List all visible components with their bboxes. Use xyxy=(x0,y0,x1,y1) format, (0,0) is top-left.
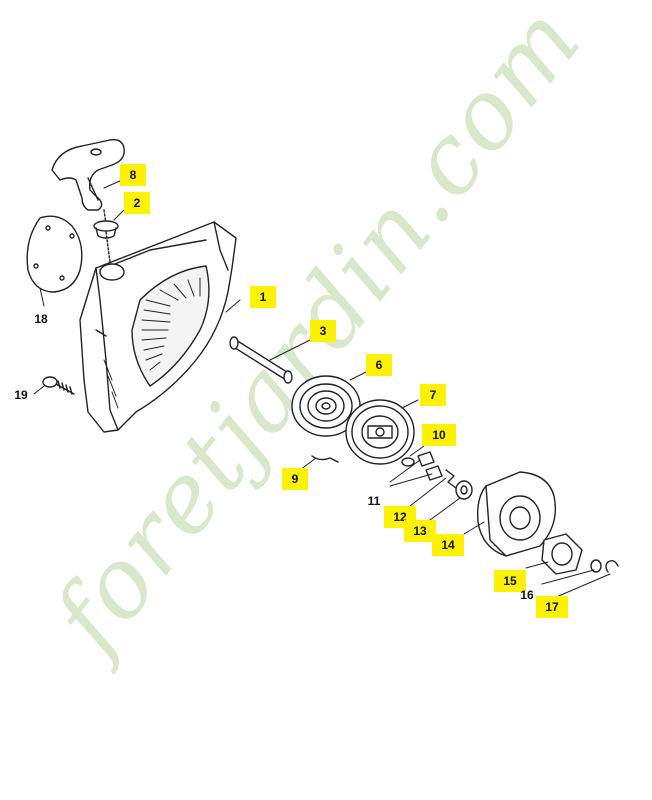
nut xyxy=(541,533,583,575)
callout-6: 6 xyxy=(366,354,392,376)
callout-16: 16 xyxy=(512,584,542,604)
callout-14-text: 14 xyxy=(441,538,455,552)
callout-10-text: 10 xyxy=(432,428,446,442)
callout-15-text: 15 xyxy=(503,574,517,588)
callout-1-text: 1 xyxy=(259,290,267,304)
fan-housing xyxy=(79,221,237,433)
callout-19-text: 19 xyxy=(14,388,28,402)
spring-hook xyxy=(311,455,339,463)
callout-1: 1 xyxy=(250,286,276,308)
callout-7-text: 7 xyxy=(429,388,437,402)
callout-18: 18 xyxy=(26,308,56,328)
rope-guide xyxy=(93,220,119,239)
rewind-spring xyxy=(291,375,361,437)
callout-13-text: 13 xyxy=(413,524,427,538)
callout-14: 14 xyxy=(432,534,464,556)
callout-11: 11 xyxy=(360,490,388,510)
callout-8: 8 xyxy=(120,164,146,186)
callout-9: 9 xyxy=(282,468,308,490)
spring-clip xyxy=(445,469,457,489)
callout-8-text: 8 xyxy=(129,168,137,182)
small-washer xyxy=(590,559,602,573)
shaft xyxy=(229,336,293,384)
callout-3: 3 xyxy=(310,320,336,342)
starter-cup xyxy=(476,471,557,557)
thrust-washer xyxy=(455,480,473,500)
callout-13: 13 xyxy=(404,520,436,542)
screw xyxy=(42,376,75,395)
callout-3-text: 3 xyxy=(319,324,327,338)
starter-handle xyxy=(51,138,125,211)
callout-11-text: 11 xyxy=(367,494,381,508)
callout-17: 17 xyxy=(536,596,568,618)
starter-rope xyxy=(103,209,111,263)
callout-15: 15 xyxy=(494,570,526,592)
callout-6-text: 6 xyxy=(375,358,383,372)
cover-plate xyxy=(26,215,83,293)
callout-9-text: 9 xyxy=(291,472,299,486)
callout-12-text: 12 xyxy=(393,510,407,524)
callout-2: 2 xyxy=(124,192,150,214)
rope-rotor xyxy=(345,399,415,465)
callout-7: 7 xyxy=(420,384,446,406)
washer xyxy=(401,457,415,467)
circlip xyxy=(605,559,619,573)
callout-10: 10 xyxy=(422,424,456,446)
callout-19: 19 xyxy=(6,384,36,404)
pawls xyxy=(417,451,443,481)
callout-2-text: 2 xyxy=(133,196,141,210)
callout-16-text: 16 xyxy=(520,588,534,602)
callout-18-text: 18 xyxy=(34,312,48,326)
callout-17-text: 17 xyxy=(545,600,559,614)
